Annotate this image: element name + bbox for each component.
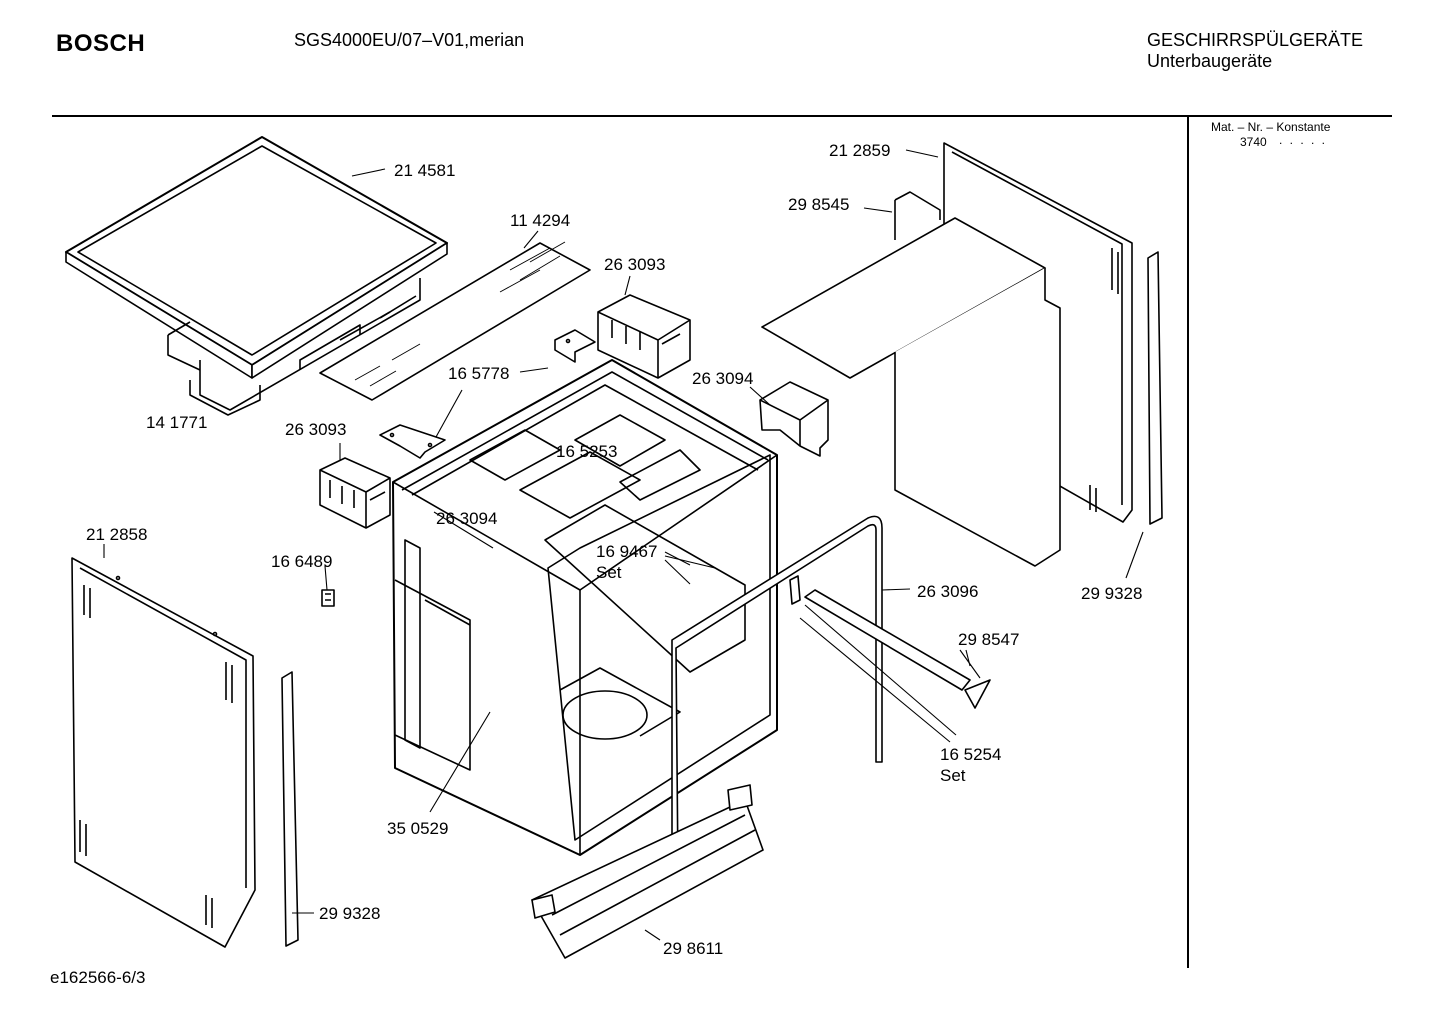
part-label-212858: 21 2858 — [86, 525, 147, 544]
bracket-part — [379, 424, 446, 459]
part-label-263094-left: 26 3094 — [436, 509, 497, 528]
model-number: SGS4000EU/07–V01,merian — [294, 30, 525, 50]
category-subtitle: Unterbaugeräte — [1147, 51, 1273, 71]
part-label-263093-left: 26 3093 — [285, 420, 346, 439]
tub-part — [392, 359, 778, 856]
part-labels: 21 4581 11 4294 26 3093 16 5778 14 1771 … — [86, 141, 1142, 958]
part-label-169467-set: Set — [596, 563, 622, 582]
brand-logo: BOSCH — [56, 30, 146, 57]
part-label-263094-right: 26 3094 — [692, 369, 753, 388]
hinge-cover-part — [759, 381, 829, 457]
door-seal-part — [671, 515, 883, 875]
part-label-298547: 29 8547 — [958, 630, 1019, 649]
kickboard-part — [531, 784, 764, 959]
part-label-263093-top: 26 3093 — [604, 255, 665, 274]
side-panel-left-part — [71, 557, 256, 948]
part-label-212859: 21 2859 — [829, 141, 890, 160]
part-label-165778: 16 5778 — [448, 364, 509, 383]
insulation-sheet-part — [319, 241, 591, 401]
mat-number-value: 3740 — [1240, 135, 1267, 149]
diagram-code: e162566-6/3 — [50, 968, 146, 987]
hinge-part — [597, 294, 691, 379]
part-label-141771: 14 1771 — [146, 413, 207, 432]
part-label-298611: 29 8611 — [663, 939, 723, 958]
part-label-350529: 35 0529 — [387, 819, 448, 838]
category-title: GESCHIRRSPÜLGERÄTE — [1147, 30, 1364, 50]
door-rail-part — [789, 575, 991, 709]
part-label-299328-right: 29 9328 — [1081, 584, 1142, 603]
mat-number-label: Mat. – Nr. – Konstante — [1211, 120, 1331, 134]
part-label-299328-left: 29 9328 — [319, 904, 380, 923]
part-label-166489: 16 6489 — [271, 552, 332, 571]
part-label-169467: 16 9467 — [596, 542, 657, 561]
worktop-part — [65, 136, 448, 416]
mat-number-dots: . . . . . — [1279, 133, 1328, 147]
sidebar-divider — [1187, 116, 1189, 968]
part-label-114294: 11 4294 — [510, 211, 570, 230]
part-label-214581: 21 4581 — [394, 161, 455, 180]
part-label-165253: 16 5253 — [556, 442, 617, 461]
leader-lines — [103, 149, 1144, 941]
side-strip-part — [281, 251, 1163, 947]
hinge-part — [319, 457, 391, 529]
top-cover-part — [761, 191, 1061, 567]
part-label-298545: 29 8545 — [788, 195, 849, 214]
part-label-165254: 16 5254 — [940, 745, 1001, 764]
part-label-165254-set: Set — [940, 766, 966, 785]
bracket-part — [554, 329, 596, 363]
part-label-263096: 26 3096 — [917, 582, 978, 601]
header-divider — [52, 115, 1392, 117]
small-clip-part — [321, 589, 335, 607]
